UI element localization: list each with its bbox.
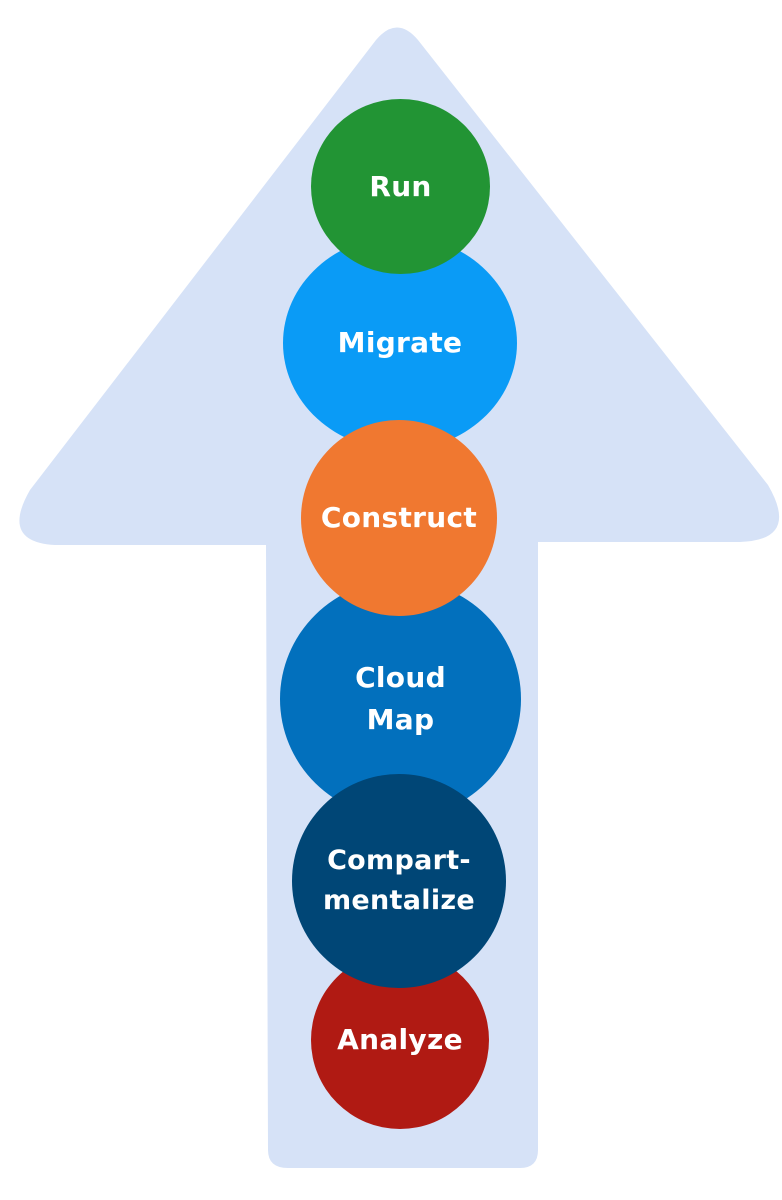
- stage-label-migrate: Migrate: [337, 326, 463, 359]
- stage-label-cloud-map: Cloud Map: [355, 661, 446, 736]
- stage-circle-run: Run: [311, 99, 490, 274]
- stage-label-compartmentalize: Compart- mentalize: [322, 845, 476, 916]
- stage-circle-compartmentalize: Compart- mentalize: [292, 774, 506, 988]
- stage-circle-analyze: Analyze: [311, 951, 489, 1129]
- stage-label-analyze: Analyze: [337, 1023, 463, 1056]
- stage-circle-construct: Construct: [301, 420, 497, 616]
- stage-label-construct: Construct: [320, 501, 478, 534]
- stage-label-run: Run: [369, 169, 432, 203]
